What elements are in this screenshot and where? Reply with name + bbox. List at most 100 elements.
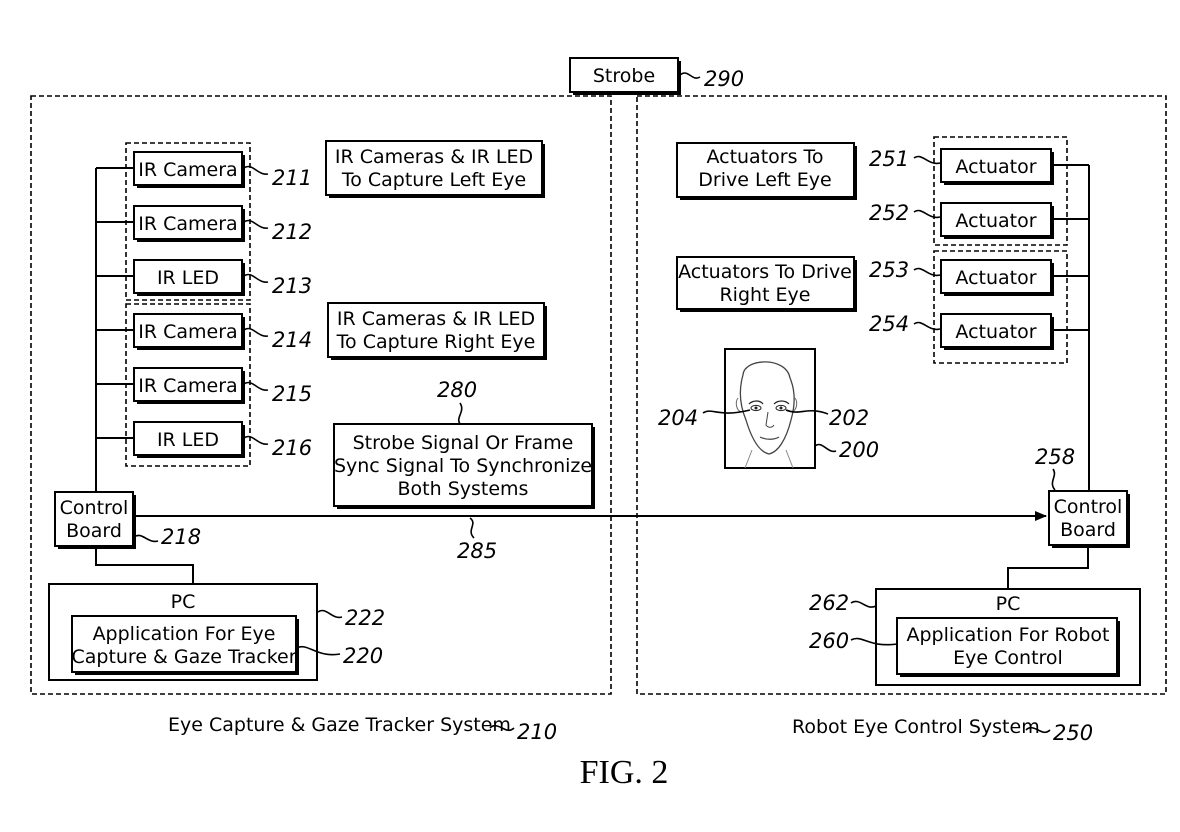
control-to-pc-line-right xyxy=(1007,545,1089,589)
ref-212: 212 xyxy=(272,220,312,244)
ref-251: 251 xyxy=(869,147,909,171)
svg-text:Sync Signal To Synchronize: Sync Signal To Synchronize xyxy=(334,455,592,477)
right-eye-202-leader xyxy=(785,409,829,415)
ref-262: 262 xyxy=(809,591,849,615)
ref-213: 213 xyxy=(272,274,312,298)
left-eye-actuators-note: Actuators To Drive Left Eye xyxy=(676,142,857,200)
system-250-leader xyxy=(1025,726,1051,734)
ref-253: 253 xyxy=(869,258,909,282)
ir-camera-212: IR Camera xyxy=(133,205,245,242)
sensor-bus-branches xyxy=(96,167,135,439)
eye-capture-system-caption: Eye Capture & Gaze Tracker System xyxy=(168,714,511,736)
component-label: IR Camera xyxy=(138,375,237,397)
ref-220: 220 xyxy=(343,644,383,668)
control-board-218: Control Board xyxy=(54,491,136,549)
svg-text:Drive Left Eye: Drive Left Eye xyxy=(698,169,831,191)
actuator-254: Actuator xyxy=(940,313,1054,350)
app-220-leader xyxy=(295,645,341,656)
face-image-200 xyxy=(724,348,816,469)
face-200-leader xyxy=(814,443,837,453)
sync-note-leader xyxy=(457,402,463,426)
ref-215: 215 xyxy=(272,382,312,406)
left-eye-actuator-group xyxy=(933,136,1068,246)
ref-211: 211 xyxy=(272,166,312,190)
svg-text:To Capture Left Eye: To Capture Left Eye xyxy=(341,169,526,191)
ref-252: 252 xyxy=(869,201,909,225)
ref-250: 250 xyxy=(1053,721,1093,745)
actuator-251: Actuator xyxy=(940,148,1054,185)
svg-text:Application For Robot: Application For Robot xyxy=(906,624,1109,646)
robot-eye-control-application: Application For Robot Eye Control xyxy=(896,617,1120,677)
svg-text:Capture & Gaze Tracker: Capture & Gaze Tracker xyxy=(71,646,296,668)
ref-260: 260 xyxy=(809,629,849,653)
svg-text:Actuators To Drive: Actuators To Drive xyxy=(678,261,852,283)
actuator-label: Actuator xyxy=(955,321,1036,343)
pc-262-leader xyxy=(850,600,877,608)
svg-text:Board: Board xyxy=(66,520,122,542)
strobe-leader xyxy=(679,72,701,79)
ir-camera-215: IR Camera xyxy=(133,367,245,404)
right-eye-actuator-group xyxy=(933,250,1068,364)
sync-line-leader xyxy=(469,517,475,539)
svg-text:Control: Control xyxy=(60,497,129,519)
robot-eye-system-caption: Robot Eye Control System xyxy=(792,716,1040,738)
component-label: IR LED xyxy=(157,429,219,451)
ir-camera-211: IR Camera xyxy=(133,151,245,188)
strobe-box: Strobe xyxy=(569,57,681,95)
actuator-label: Actuator xyxy=(955,156,1036,178)
ref-202: 202 xyxy=(829,406,869,430)
app-260-leader xyxy=(850,637,898,646)
ir-led-213: IR LED xyxy=(133,259,245,296)
system-210-leader xyxy=(489,724,515,732)
ref-222: 222 xyxy=(345,606,385,630)
component-label: IR Camera xyxy=(138,213,237,235)
ref-254: 254 xyxy=(869,312,909,336)
actuator-label: Actuator xyxy=(955,267,1036,289)
pc-label: PC xyxy=(171,591,196,613)
component-label: IR LED xyxy=(157,267,219,289)
component-ref-leaders xyxy=(243,165,269,445)
ir-led-216: IR LED xyxy=(133,421,245,458)
actuator-253: Actuator xyxy=(940,259,1054,296)
robot-eye-system-boundary xyxy=(636,95,1167,695)
pc-222-leader xyxy=(317,609,343,619)
ref-218: 218 xyxy=(161,525,201,549)
right-eye-actuators-note: Actuators To Drive Right Eye xyxy=(676,256,857,312)
ref-210: 210 xyxy=(517,720,557,744)
left-eye-204-leader xyxy=(702,409,751,414)
control-board-258-leader xyxy=(1051,468,1056,491)
ref-204: 204 xyxy=(658,406,698,430)
component-label: IR Camera xyxy=(138,321,237,343)
svg-text:Board: Board xyxy=(1060,519,1116,541)
figure-label: FIG. 2 xyxy=(580,754,669,791)
svg-text:Both Systems: Both Systems xyxy=(398,478,529,500)
control-board-218-leader xyxy=(133,534,159,543)
ref-258: 258 xyxy=(1035,445,1075,469)
actuator-ref-leaders xyxy=(913,155,941,331)
svg-text:Strobe Signal Or Frame: Strobe Signal Or Frame xyxy=(353,432,574,454)
component-label: IR Camera xyxy=(138,159,237,181)
control-to-pc-line xyxy=(95,546,194,584)
left-eye-capture-note: IR Cameras & IR LED To Capture Left Eye xyxy=(325,140,545,198)
ref-200: 200 xyxy=(839,438,879,462)
strobe-label: Strobe xyxy=(593,65,655,87)
right-eye-capture-note: IR Cameras & IR LED To Capture Right Eye xyxy=(327,302,547,360)
actuator-bus-lines xyxy=(1051,164,1090,491)
gaze-tracker-application: Application For Eye Capture & Gaze Track… xyxy=(71,615,299,675)
svg-text:To Capture Right Eye: To Capture Right Eye xyxy=(336,331,536,353)
svg-text:Actuators To: Actuators To xyxy=(706,146,823,168)
ref-285: 285 xyxy=(457,539,497,563)
svg-text:IR Cameras & IR LED: IR Cameras & IR LED xyxy=(337,308,535,330)
svg-text:Application For Eye: Application For Eye xyxy=(93,623,276,645)
ref-290: 290 xyxy=(704,67,744,91)
sync-signal-note: Strobe Signal Or Frame Sync Signal To Sy… xyxy=(333,423,595,509)
eye-capture-system-boundary xyxy=(30,95,612,695)
ref-214: 214 xyxy=(272,328,312,352)
actuator-label: Actuator xyxy=(955,210,1036,232)
svg-text:Control: Control xyxy=(1054,496,1123,518)
svg-text:Eye Control: Eye Control xyxy=(953,647,1063,669)
ref-216: 216 xyxy=(272,436,312,460)
svg-text:Right Eye: Right Eye xyxy=(719,284,810,306)
control-board-258: Control Board xyxy=(1048,490,1130,548)
